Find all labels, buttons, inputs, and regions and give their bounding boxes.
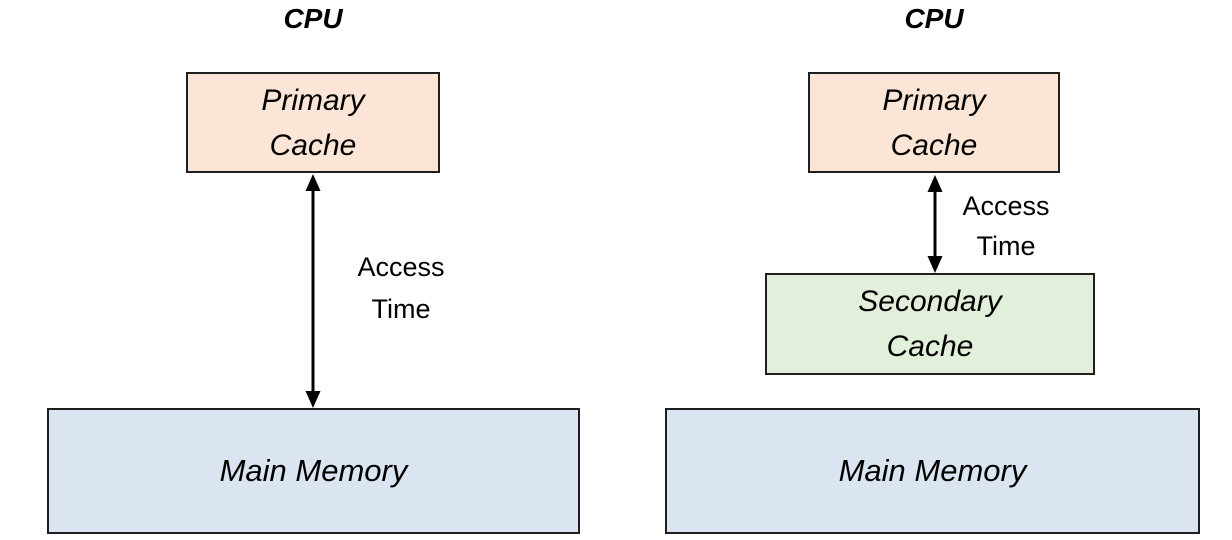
access-time-line1: Access — [357, 252, 445, 282]
secondary-cache-box: Secondary Cache — [765, 273, 1095, 375]
access-time-label-left: Access Time — [331, 246, 471, 330]
main-memory-box-left: Main Memory — [47, 408, 580, 534]
access-time-arrow-left — [301, 174, 325, 408]
access-time-line2: Time — [976, 231, 1036, 261]
main-memory-label-right: Main Memory — [838, 453, 1027, 488]
primary-cache-label-line2: Cache — [269, 128, 357, 162]
primary-cache-label-line2: Cache — [890, 128, 978, 162]
access-time-line1: Access — [962, 191, 1050, 221]
main-memory-box-right: Main Memory — [665, 408, 1200, 534]
access-time-line2: Time — [371, 294, 431, 324]
primary-cache-label-line1: Primary — [882, 83, 986, 117]
cpu-label-right: CPU — [904, 3, 964, 34]
primary-cache-box-left: Primary Cache — [186, 72, 440, 173]
access-time-label-right: Access Time — [936, 186, 1076, 266]
access-time-arrow-right — [923, 175, 947, 273]
primary-cache-label-line1: Primary — [261, 83, 365, 117]
cpu-label-left: CPU — [283, 3, 343, 34]
secondary-cache-label-line1: Secondary — [858, 285, 1002, 318]
main-memory-label-left: Main Memory — [219, 453, 408, 488]
primary-cache-box-right: Primary Cache — [808, 72, 1060, 173]
secondary-cache-label-line2: Cache — [886, 330, 974, 363]
